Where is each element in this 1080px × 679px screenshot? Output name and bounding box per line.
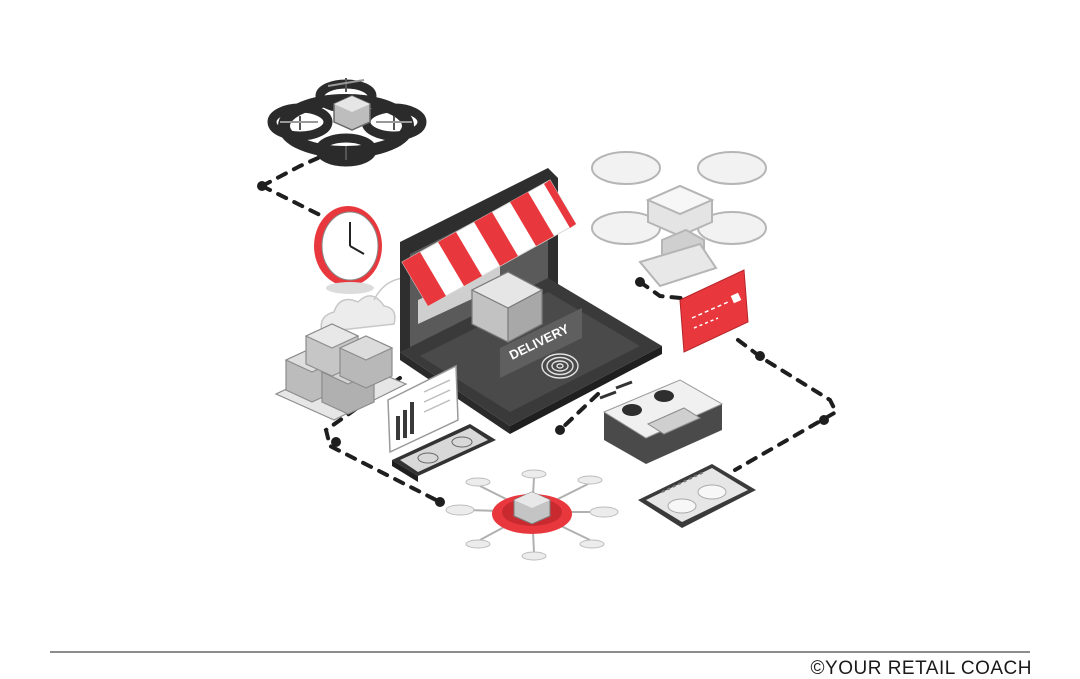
wall-clock-icon [314,206,382,294]
cloud-icon [320,271,415,333]
parcel-box-icon [470,271,544,343]
copyright-symbol: © [810,658,826,679]
tablet-dashboard-icon [638,464,756,528]
tablet-analytics-icon [387,364,459,454]
parcel-stack-icon [274,323,408,421]
brand-name: YOUR RETAIL COACH [825,658,1032,679]
smartphone-map-icon [392,424,496,482]
awning [401,179,577,307]
laptop-storefront-icon: DELIVERY [400,168,662,434]
quadcopter-drone-white-icon [591,151,767,288]
fingerprint-icon [541,353,579,379]
remote-controller-icon [599,379,724,464]
multirotor-drone-icon [445,469,619,561]
route-nodes [257,181,829,507]
footer-divider [50,651,1030,653]
quadcopter-drone-dark-icon [267,78,427,167]
footer-copyright: ©YOUR RETAIL COACH [811,659,1032,679]
credit-card-icon [679,269,749,353]
